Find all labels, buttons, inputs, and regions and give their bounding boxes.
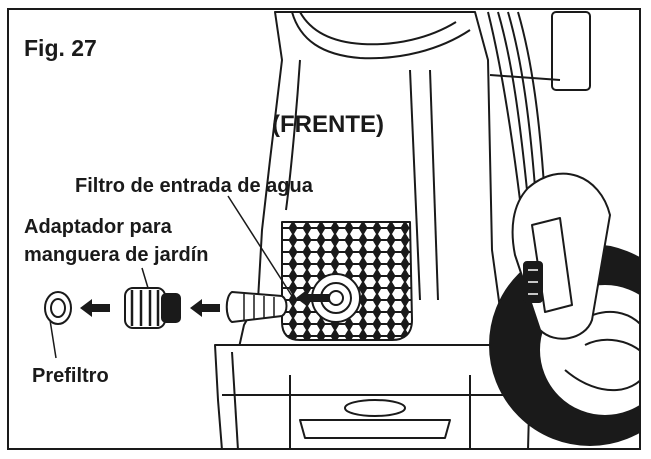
hose-adapter-callout-line2: manguera de jardín xyxy=(24,244,209,266)
base-line xyxy=(231,351,239,448)
inlet-filter-part xyxy=(225,291,288,323)
machine-base xyxy=(214,344,531,448)
adapter-leader xyxy=(141,267,149,289)
hose-clip xyxy=(489,74,561,81)
hose-cord xyxy=(487,11,521,201)
base-slot xyxy=(299,419,451,439)
body-panel-line xyxy=(409,69,421,301)
hose-cord xyxy=(517,11,546,201)
hose-cord xyxy=(507,11,537,201)
hose-cord xyxy=(497,11,529,201)
hose-adapter-callout-line1: Adaptador para xyxy=(24,216,172,238)
inlet-fitting-core xyxy=(328,290,344,306)
arrow-icon xyxy=(80,289,330,317)
hose-holder xyxy=(551,11,591,91)
inlet-filter-callout: Filtro de entrada de agua xyxy=(75,175,313,197)
prefilter-callout: Prefiltro xyxy=(32,365,109,387)
wheel-spoke xyxy=(584,338,639,352)
wheel-spoke xyxy=(564,369,639,392)
body-side-line xyxy=(285,59,301,211)
figure-number: Fig. 27 xyxy=(24,35,97,61)
body-panel-line xyxy=(429,69,439,301)
view-label: (FRENTE) xyxy=(272,111,384,138)
figure-border xyxy=(7,8,641,450)
body-inner-curve xyxy=(299,11,457,46)
prefilter-leader xyxy=(49,319,57,359)
base-foot xyxy=(344,399,406,417)
body-top-curve xyxy=(291,11,471,60)
inlet-filter-leader xyxy=(227,195,293,297)
